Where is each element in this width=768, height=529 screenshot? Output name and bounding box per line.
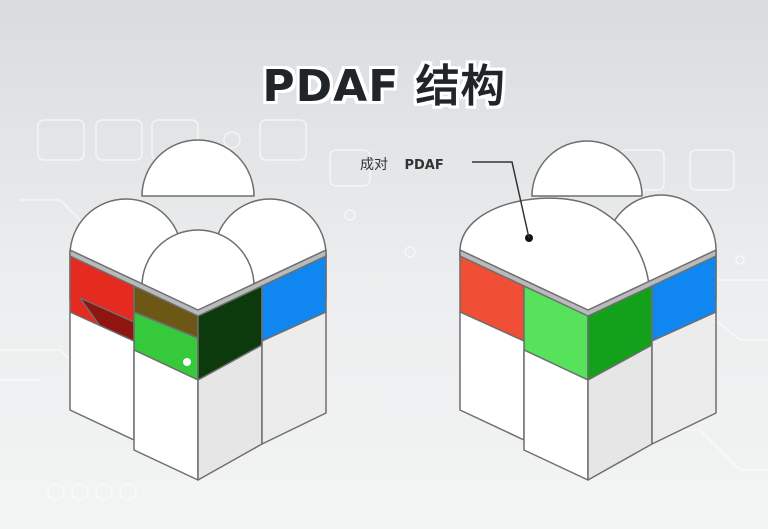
lens-back — [531, 140, 643, 197]
callout-en: PDAF — [404, 158, 444, 173]
cube-right-face — [261, 311, 327, 445]
photodiode-dot — [183, 358, 191, 366]
page-title: PDAF 结构 — [262, 61, 506, 112]
cube-top-edge — [459, 249, 717, 317]
left-cube — [69, 139, 327, 481]
callout-zh: 成对 — [360, 157, 388, 173]
lens-back — [141, 139, 255, 197]
callout-leader-line — [472, 161, 530, 239]
pdaf-callout-label: 成对 PDAF — [360, 154, 444, 174]
cube-right-face — [651, 311, 717, 445]
right-cube — [459, 140, 717, 481]
cube-top-edge — [69, 249, 327, 317]
